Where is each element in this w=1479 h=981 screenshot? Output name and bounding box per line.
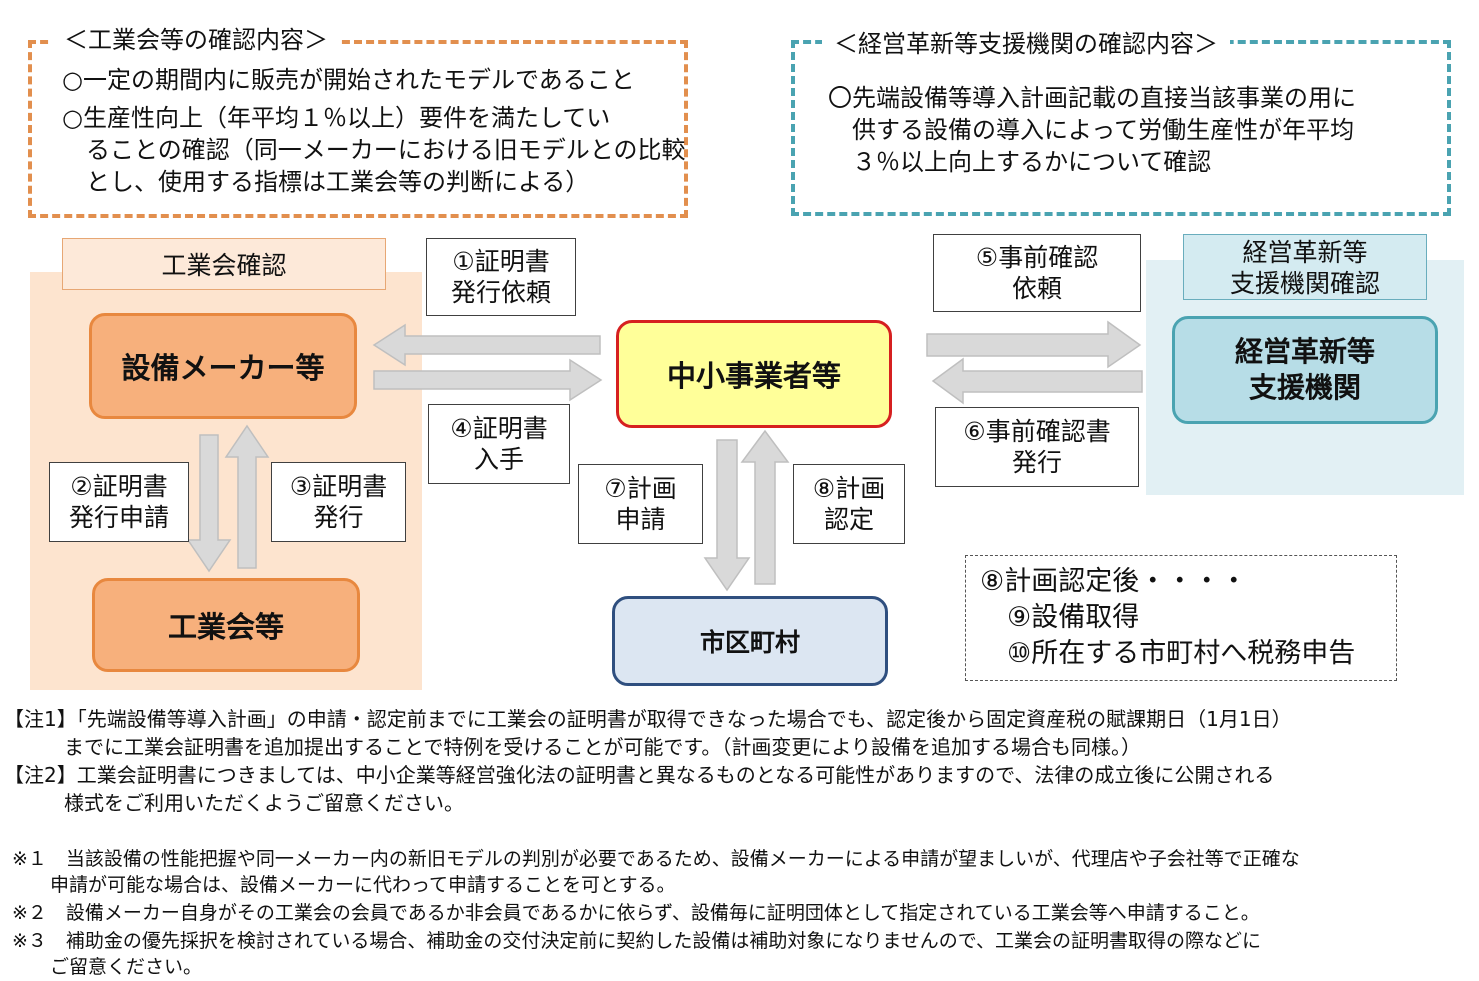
note-2-line2: 様式をご利用いただくようご留意ください。 — [4, 791, 464, 815]
arrow-association-to-maker — [224, 424, 270, 569]
step-8-label: ⑧計画 認定 — [793, 464, 905, 544]
support-node-line1: 経営革新等 — [1234, 335, 1375, 368]
after-approval-line: ⑩所在する市町村へ税務申告 — [980, 638, 1356, 669]
support-check-line: ３％以上向上するかについて確認 — [828, 148, 1212, 176]
industry-check-line: ることの確認（同一メーカーにおける旧モデルとの比較 — [62, 136, 686, 164]
after-approval-line: ⑧計画認定後・・・・ — [980, 566, 1248, 597]
equipment-maker-node: 設備メーカー等 — [89, 313, 357, 419]
step-4-line1: ④証明書 — [450, 414, 548, 443]
remark-1-line2: 申請が可能な場合は、設備メーカーに代わって申請することを可とする。 — [12, 874, 676, 896]
step-4-line2: 入手 — [473, 445, 524, 474]
step-7-label: ⑦計画 申請 — [578, 464, 703, 544]
industry-check-line: ○一定の期間内に販売が開始されたモデルであること — [62, 66, 635, 94]
step-8-line2: 認定 — [823, 505, 874, 534]
step-2-line2: 発行申請 — [68, 503, 169, 532]
industry-region-label: 工業会確認 — [62, 238, 386, 290]
support-check-title: ＜経営革新等支援機関の確認内容＞ — [822, 24, 1230, 59]
support-node-line2: 支援機関 — [1248, 371, 1361, 404]
remark-2: ※２ 設備メーカー自身がその工業会の会員であるか非会員であるかに依らず、設備毎に… — [12, 902, 1260, 924]
note-1-line1: 【注1】「先端設備等導入計画」の申請・認定前までに工業会の証明書が取得できなった… — [4, 707, 1292, 731]
sme-node: 中小事業者等 — [616, 320, 892, 428]
arrow-sme-to-maker — [372, 323, 601, 367]
note-2-line1: 【注2】工業会証明書につきましては、中小企業等経営強化法の証明書と異なるものとな… — [4, 763, 1275, 787]
remark-3-line1: ※３ 補助金の優先採択を検討されている場合、補助金の交付決定前に契約した設備は補… — [12, 930, 1262, 952]
industry-check-box — [28, 40, 688, 218]
support-region-label-line1: 経営革新等 — [1242, 238, 1368, 267]
support-check-line: 供する設備の導入によって労働生産性が年平均 — [828, 116, 1355, 144]
step-7-line2: 申請 — [615, 505, 666, 534]
support-check-line: 〇先端設備等導入計画記載の直接当該事業の用に — [828, 84, 1356, 112]
step-1-line1: ①証明書 — [452, 247, 550, 276]
remark-3-line2: ご留意ください。 — [12, 956, 203, 978]
support-organization-node: 経営革新等 支援機関 — [1172, 316, 1438, 424]
step-8-line1: ⑧計画 — [812, 474, 886, 503]
arrow-sme-to-city — [703, 439, 751, 592]
arrow-maker-to-sme — [373, 358, 603, 402]
step-2-label: ②証明書 発行申請 — [49, 462, 189, 542]
step-5-label: ⑤事前確認 依頼 — [933, 234, 1141, 312]
arrow-city-to-sme — [740, 429, 790, 585]
remark-1-line1: ※１ 当該設備の性能把握や同一メーカー内の新旧モデルの判別が必要であるため、設備… — [12, 848, 1300, 870]
industry-check-line: とし、使用する指標は工業会等の判断による） — [62, 168, 590, 196]
step-7-line1: ⑦計画 — [604, 474, 677, 503]
step-6-label: ⑥事前確認書 発行 — [935, 407, 1139, 487]
note-1-line2: までに工業会証明書を追加提出することで特例を受けることが可能です。（計画変更によ… — [4, 735, 1141, 759]
support-region-label: 経営革新等 支援機関確認 — [1183, 234, 1427, 300]
after-approval-box: ⑧計画認定後・・・・ ⑨設備取得 ⑩所在する市町村へ税務申告 — [965, 555, 1397, 681]
industry-association-node: 工業会等 — [92, 578, 360, 672]
step-6-line2: 発行 — [1011, 448, 1062, 477]
arrow-support-to-sme — [931, 357, 1143, 405]
arrow-sme-to-support — [926, 320, 1142, 369]
step-3-line1: ③証明書 — [289, 472, 388, 501]
arrow-maker-to-association — [186, 434, 232, 573]
step-5-line1: ⑤事前確認 — [975, 243, 1099, 272]
step-2-line1: ②証明書 — [70, 472, 168, 501]
step-3-label: ③証明書 発行 — [271, 462, 406, 542]
step-3-line2: 発行 — [313, 503, 364, 532]
industry-check-title: ＜工業会等の確認内容＞ — [52, 20, 340, 55]
step-5-line2: 依頼 — [1011, 274, 1062, 303]
step-1-line2: 発行依頼 — [450, 278, 551, 307]
municipality-node: 市区町村 — [612, 596, 888, 686]
step-6-line1: ⑥事前確認書 — [963, 417, 1111, 446]
industry-check-line: ○生産性向上（年平均１％以上）要件を満たしてい — [62, 104, 611, 132]
step-4-label: ④証明書 入手 — [428, 404, 570, 484]
after-approval-line: ⑨設備取得 — [980, 602, 1140, 633]
step-1-label: ①証明書 発行依頼 — [426, 238, 576, 316]
support-region-label-line2: 支援機関確認 — [1229, 269, 1380, 298]
